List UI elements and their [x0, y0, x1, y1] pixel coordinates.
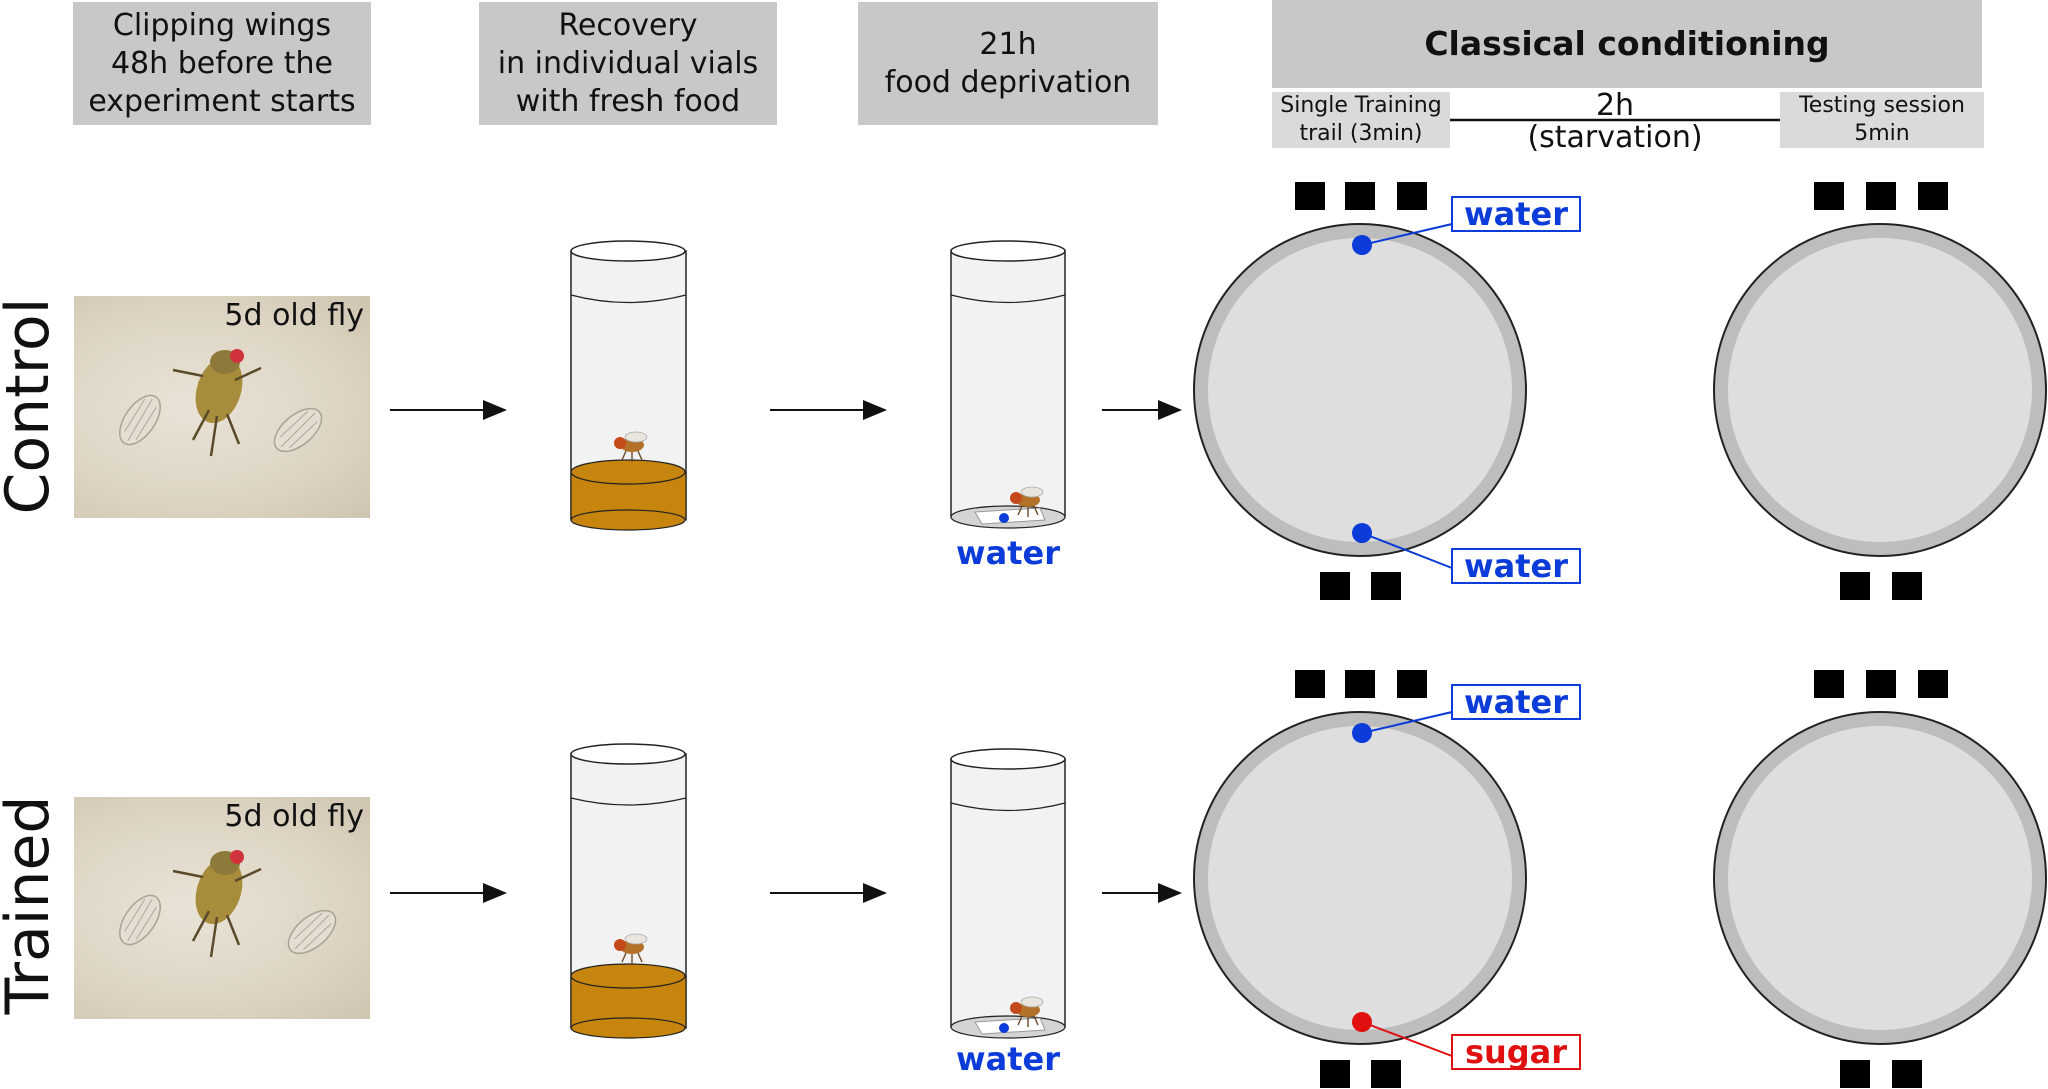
vial-icon [570, 240, 687, 531]
arena-tag-sugar: sugar [1451, 1033, 1581, 1071]
photo-label: 5d old fly [224, 298, 364, 333]
arena-icon [1713, 223, 2047, 557]
vial-icon [950, 240, 1066, 529]
header-recovery: Recovery in individual vials with fresh … [479, 2, 777, 125]
subheader-single-training: Single Training trail (3min) [1272, 92, 1450, 148]
interval-starvation: (starvation) [1527, 120, 1703, 155]
arena-tag-water: water [1451, 547, 1581, 585]
vial-icon [570, 743, 687, 1039]
photo-label: 5d old fly [224, 799, 364, 834]
header-food-deprivation: 21h food deprivation [858, 2, 1158, 125]
subheader-testing-session: Testing session 5min [1780, 92, 1984, 148]
vial-water-label: water [956, 1040, 1060, 1078]
vial-icon [950, 748, 1066, 1039]
arena-icon [1193, 223, 1527, 557]
fly-icon [110, 848, 344, 963]
header-clipping-wings: Clipping wings 48h before the experiment… [73, 2, 371, 125]
arena-tag-water: water [1451, 683, 1581, 721]
light-block-icon [1295, 182, 1427, 600]
light-block-icon [1295, 670, 1427, 1088]
arena-icon [1193, 711, 1527, 1045]
vial-water-label: water [956, 534, 1060, 572]
arena-tag-water: water [1451, 195, 1581, 233]
light-block-icon [1814, 182, 1948, 600]
interval-2h: 2h [1595, 88, 1635, 123]
fly-icon [110, 347, 330, 461]
light-block-icon [1814, 670, 1948, 1088]
arena-icon [1713, 711, 2047, 1045]
header-classical-conditioning: Classical conditioning [1272, 0, 1982, 88]
